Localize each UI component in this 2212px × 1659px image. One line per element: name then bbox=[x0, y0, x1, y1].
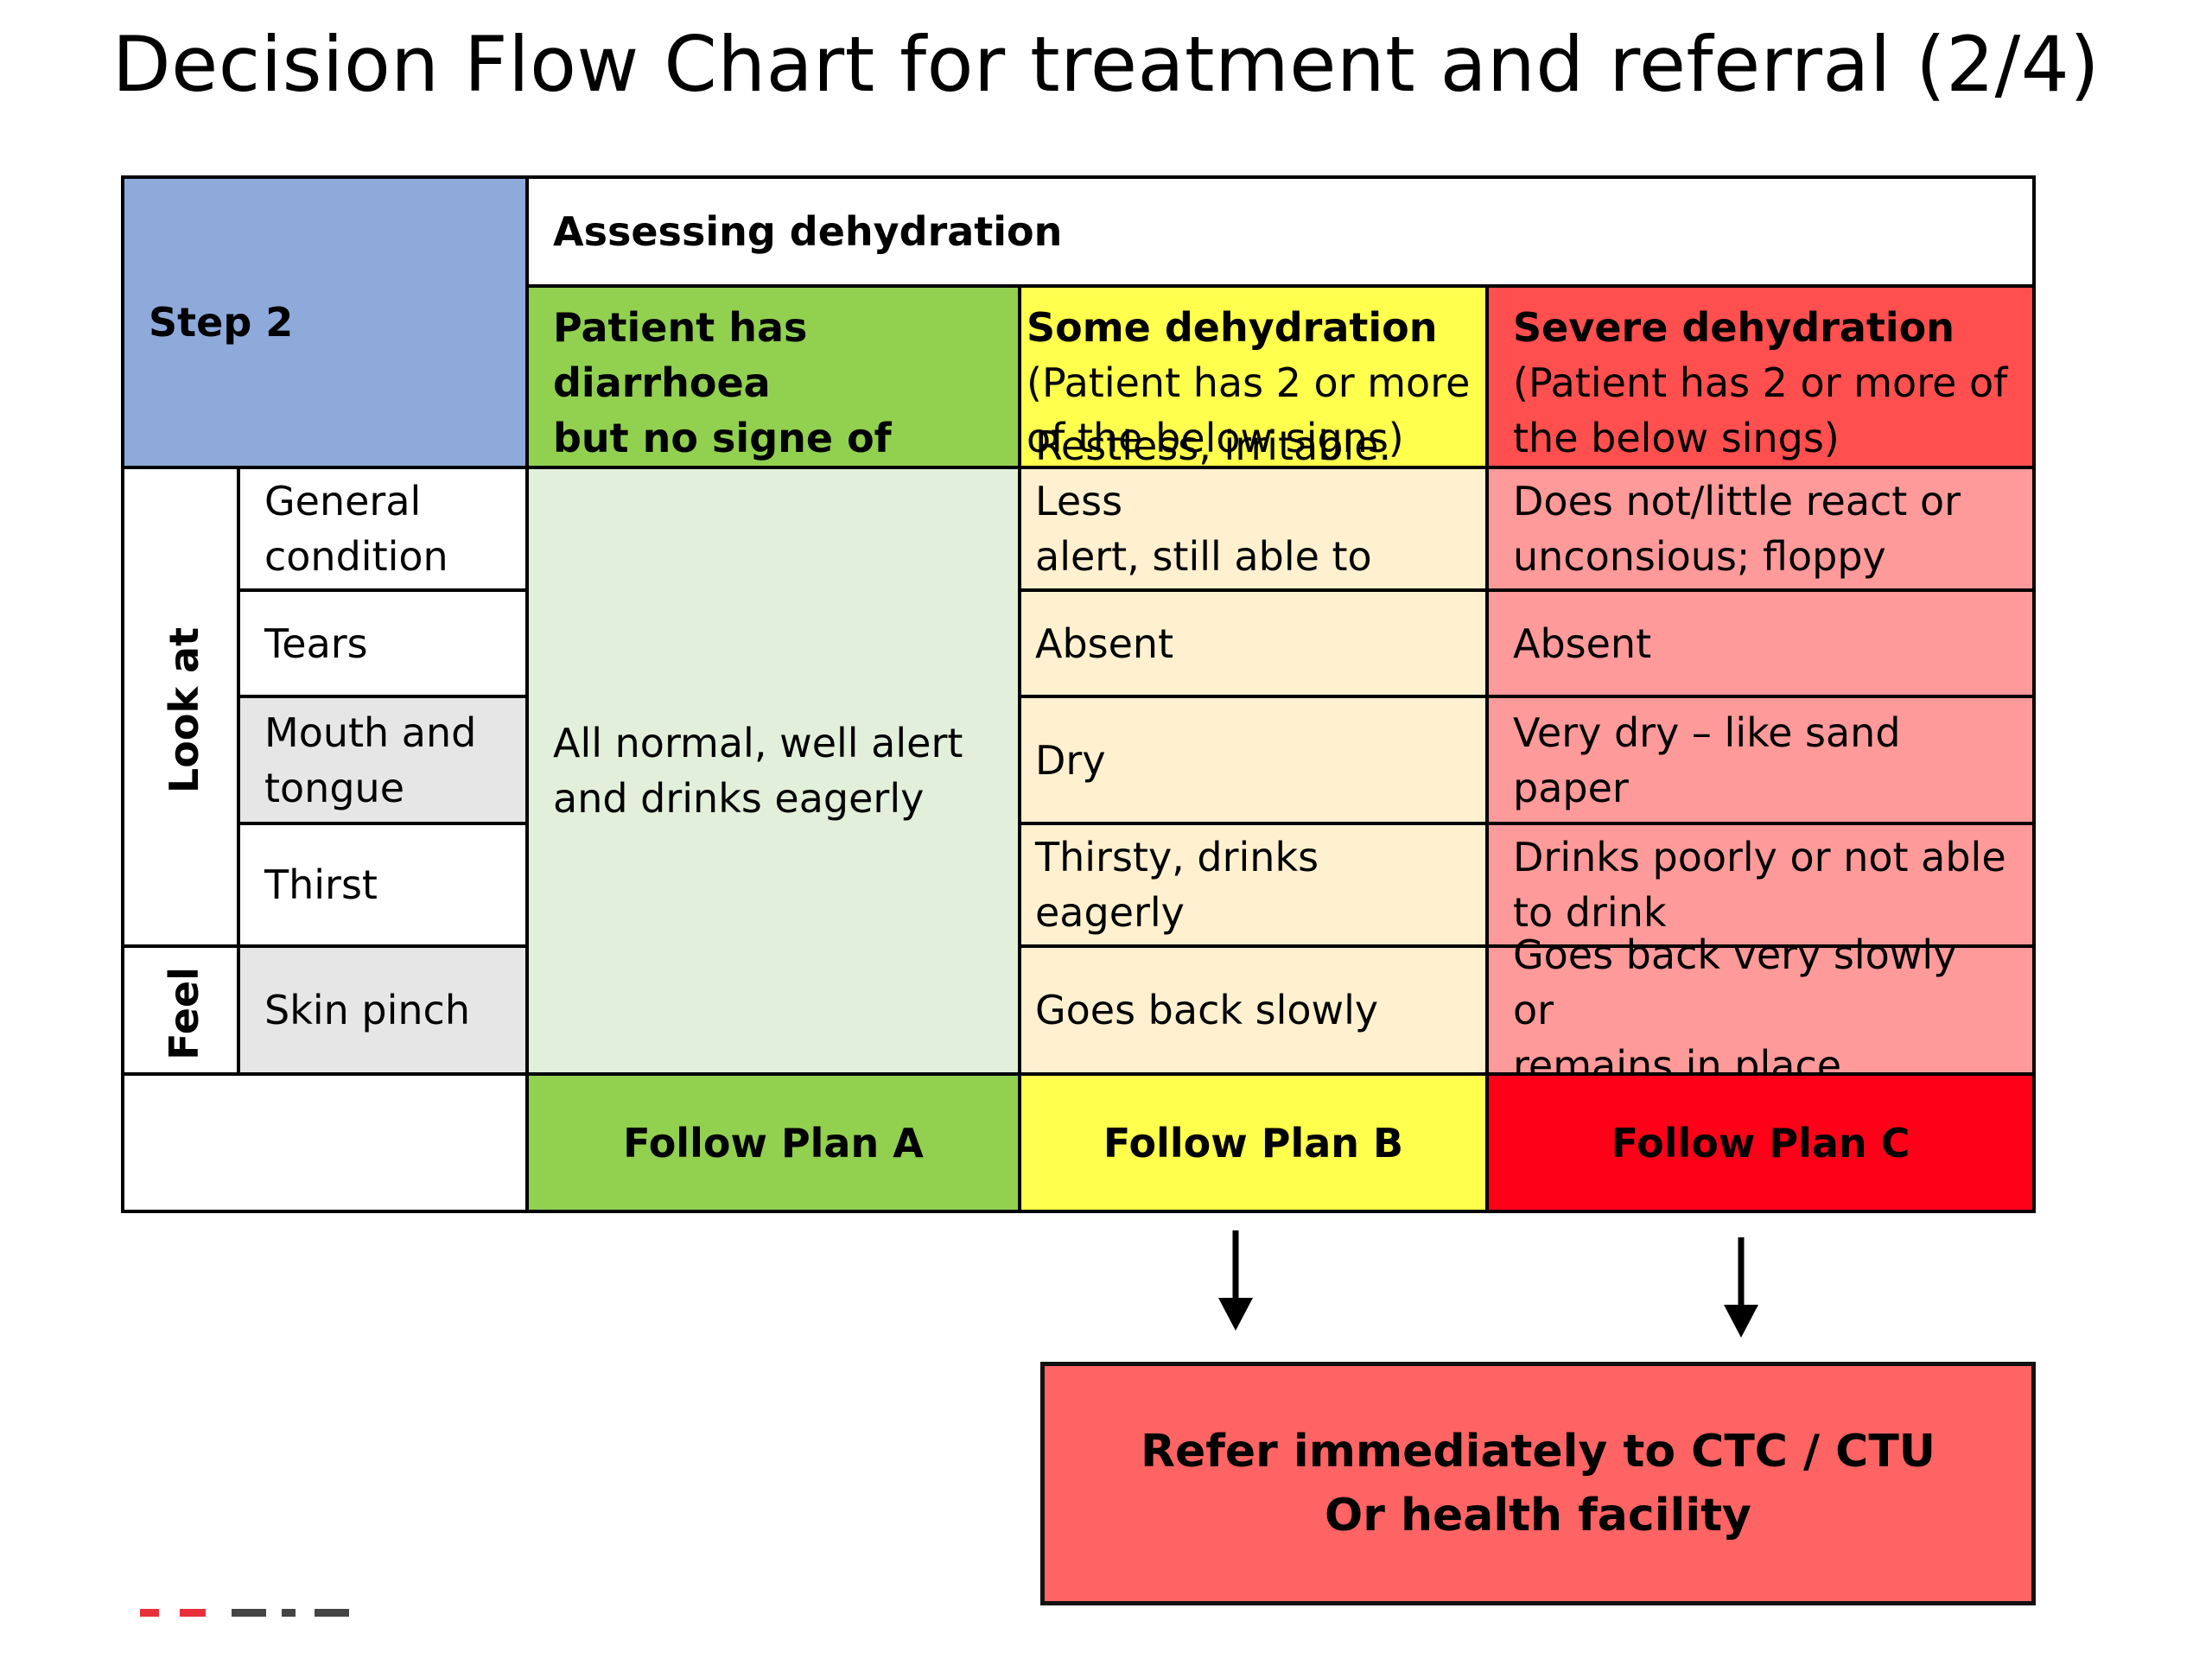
group-look-at: Look at bbox=[121, 466, 240, 948]
plan-a-label: Follow Plan A bbox=[623, 1119, 924, 1166]
severe-thirst: Drinks poorly or not able to drink bbox=[1485, 822, 2036, 948]
assessing-header: Assessing dehydration bbox=[525, 175, 2036, 288]
severe-tears: Absent bbox=[1485, 588, 2036, 698]
step-label: Step 2 bbox=[149, 299, 294, 346]
severe-line: unconsious; floppy bbox=[1513, 533, 1886, 580]
sign-line: condition bbox=[264, 533, 448, 580]
some-skin-pinch: Goes back slowly bbox=[1018, 944, 1489, 1076]
plans-empty-cell bbox=[121, 1072, 529, 1213]
arrow-down-icon bbox=[1218, 1230, 1253, 1331]
no-dehydration-line: All normal, well alert bbox=[553, 720, 963, 766]
plan-b: Follow Plan B bbox=[1018, 1072, 1489, 1213]
sign-line: Tears bbox=[264, 620, 368, 667]
plan-c: Follow Plan C bbox=[1485, 1072, 2036, 1213]
sign-mouth-tongue: Mouth and tongue bbox=[237, 695, 529, 825]
severe-skin-pinch: Goes back very slowly or remains in plac… bbox=[1485, 931, 2036, 1089]
severe-line: Very dry – like sand bbox=[1513, 709, 1901, 756]
col-header-severe-dehydration: Severe dehydration (Patient has 2 or mor… bbox=[1485, 284, 2036, 469]
some-mouth-tongue: Dry bbox=[1018, 695, 1489, 825]
some-line: Thirsty, drinks eagerly bbox=[1035, 834, 1319, 936]
some-line: Absent bbox=[1035, 620, 1174, 667]
col-header-some-line: (Patient has 2 or more bbox=[1027, 359, 1471, 406]
group-look-at-label: Look at bbox=[161, 626, 207, 794]
plan-c-label: Follow Plan C bbox=[1611, 1119, 1910, 1166]
some-tears: Absent bbox=[1018, 588, 1489, 698]
plan-b-label: Follow Plan B bbox=[1103, 1119, 1404, 1166]
no-dehydration-line: and drinks eagerly bbox=[553, 775, 925, 822]
col-header-severe-title: Severe dehydration bbox=[1513, 304, 1955, 351]
severe-line: Absent bbox=[1513, 620, 1652, 667]
severe-line: Drinks poorly or not able bbox=[1513, 834, 2006, 880]
some-line: Restless, irritable. Less bbox=[1035, 423, 1392, 524]
arrow-down-icon bbox=[1724, 1237, 1758, 1338]
sign-line: General bbox=[264, 478, 422, 524]
col-header-no-dehydration-line: Patient has diarrhoea bbox=[553, 304, 808, 406]
no-dehydration-body: All normal, well alert and drinks eagerl… bbox=[525, 466, 1021, 1076]
severe-line: Goes back very slowly or bbox=[1513, 931, 1957, 1033]
group-feel: Feel bbox=[121, 944, 240, 1076]
sign-general-condition: General condition bbox=[237, 466, 529, 592]
col-header-severe-line: (Patient has 2 or more of bbox=[1513, 359, 2008, 406]
col-header-severe-line: the below sings) bbox=[1513, 415, 1840, 461]
group-feel-label: Feel bbox=[161, 967, 207, 1060]
sign-skin-pinch: Skin pinch bbox=[237, 944, 529, 1076]
severe-mouth-tongue: Very dry – like sand paper bbox=[1485, 695, 2036, 825]
severe-line: Does not/little react or bbox=[1513, 478, 1961, 524]
sign-line: Mouth and bbox=[264, 709, 477, 756]
severe-line: paper bbox=[1513, 764, 1629, 811]
some-line: Goes back slowly bbox=[1035, 987, 1379, 1033]
sign-line: Skin pinch bbox=[264, 987, 470, 1033]
page-title: Decision Flow Chart for treatment and re… bbox=[111, 20, 2101, 109]
plan-a: Follow Plan A bbox=[525, 1072, 1021, 1213]
col-header-some-line: of the below signs) bbox=[1027, 415, 1404, 461]
severe-general-condition: Does not/little react or unconsious; flo… bbox=[1485, 466, 2036, 592]
assessing-label: Assessing dehydration bbox=[553, 208, 1063, 255]
refer-line-2: Or health facility bbox=[1325, 1490, 1751, 1541]
some-general-condition: Restless, irritable. Less alert, still a… bbox=[1018, 423, 1489, 635]
col-header-some-title: Some dehydration bbox=[1027, 304, 1438, 351]
sign-line: Thirst bbox=[264, 861, 378, 908]
sign-tears: Tears bbox=[237, 588, 529, 698]
step-header: Step 2 bbox=[121, 175, 529, 469]
refer-box: Refer immediately to CTC / CTU Or health… bbox=[1040, 1362, 2036, 1605]
col-header-no-dehydration: Patient has diarrhoea but no signe of de… bbox=[525, 284, 1021, 572]
sign-line: tongue bbox=[264, 764, 404, 811]
logo-fragment-icon bbox=[140, 1609, 349, 1617]
some-line: Dry bbox=[1035, 736, 1106, 784]
refer-line-1: Refer immediately to CTC / CTU bbox=[1140, 1426, 1936, 1478]
some-thirst: Thirsty, drinks eagerly bbox=[1018, 822, 1489, 948]
sign-thirst: Thirst bbox=[237, 822, 529, 948]
severe-line: to drink bbox=[1513, 889, 1667, 936]
